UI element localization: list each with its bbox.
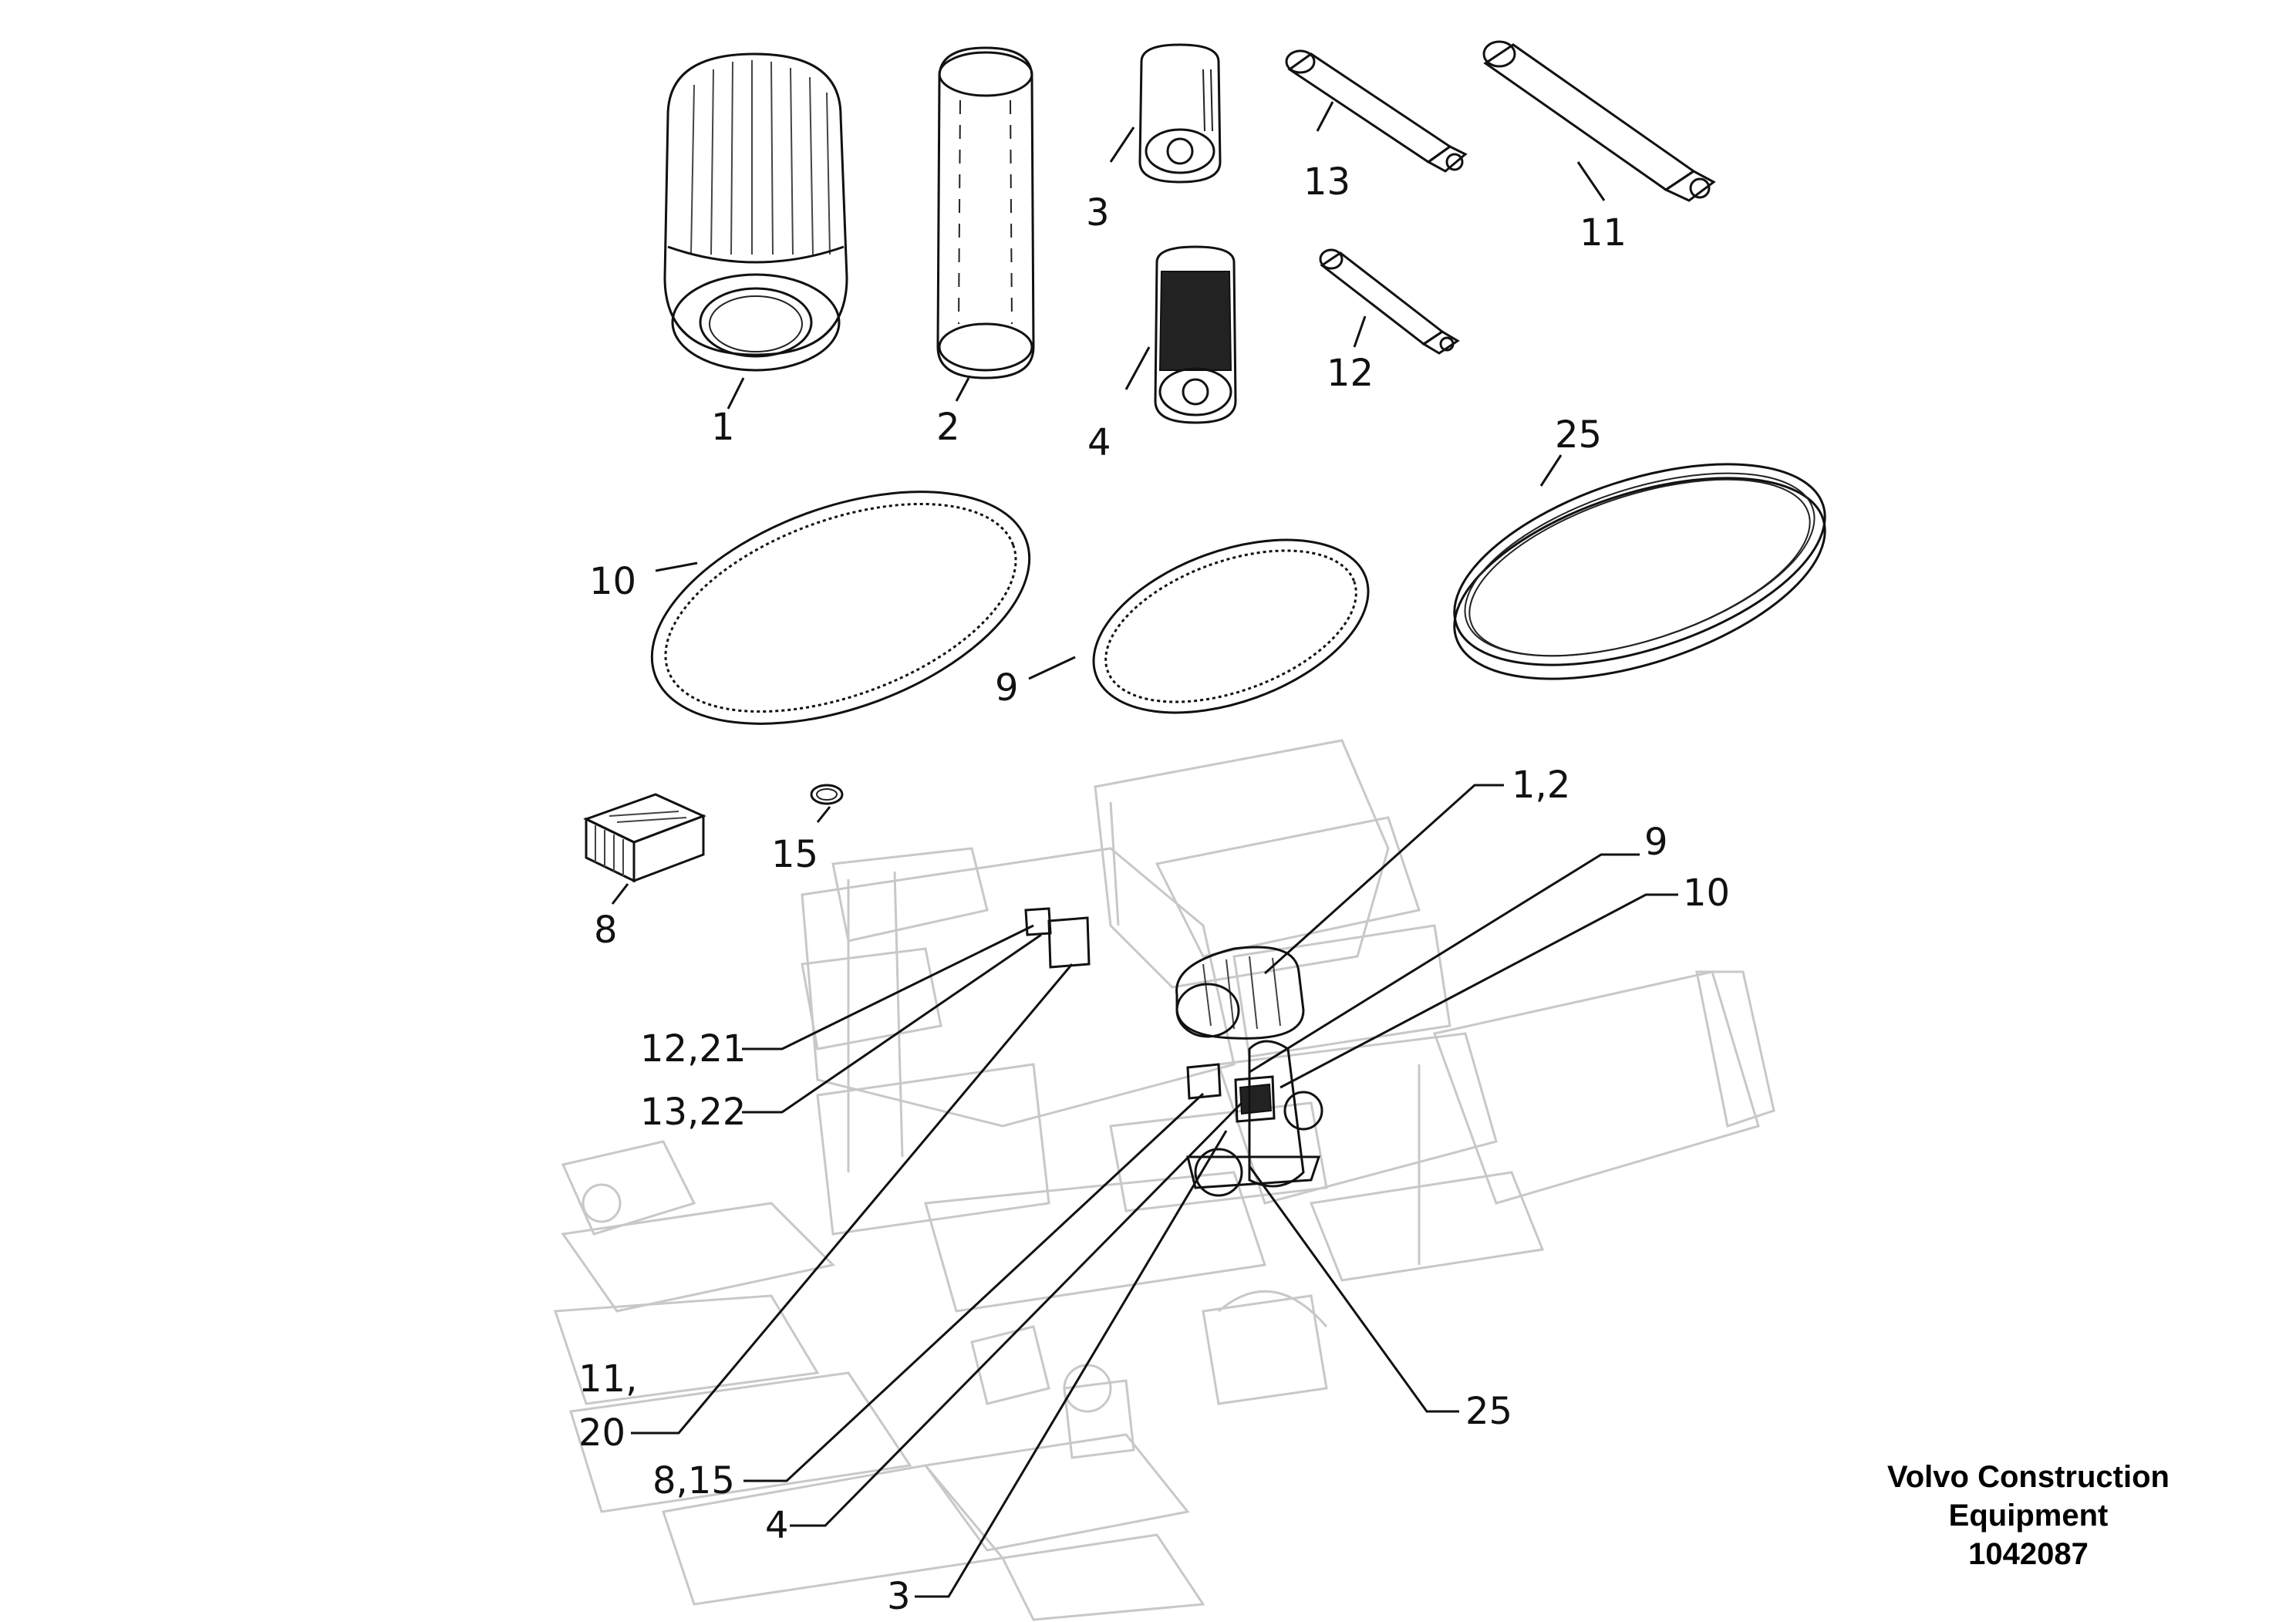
callout-1: 1 [711, 406, 735, 449]
callout-4-assembly: 4 [765, 1504, 789, 1547]
poly-v-belt-25-part [1453, 463, 1826, 680]
callout-12: 12 [1327, 352, 1374, 395]
callout-9: 9 [995, 666, 1019, 710]
callout-1-2: 1,2 [1512, 764, 1570, 807]
safety-filter-part [936, 46, 1035, 379]
publisher-name-line1: Volvo Construction [1887, 1460, 2170, 1494]
callout-11-20-line2: 20 [578, 1411, 625, 1455]
publisher-block: Volvo Construction Equipment 1042087 [1836, 1458, 2221, 1573]
callout-9-assembly: 9 [1644, 821, 1668, 864]
callout-25-assembly: 25 [1465, 1390, 1512, 1433]
callout-3-assembly: 3 [887, 1575, 911, 1618]
callout-13-22: 13,22 [640, 1091, 746, 1134]
hydraulic-filter-12-part [1319, 248, 1460, 355]
hydraulic-filter-13-part [1285, 49, 1468, 173]
callout-13: 13 [1303, 160, 1350, 204]
drawing-number: 1042087 [1968, 1537, 2089, 1571]
hydraulic-filter-11-part [1482, 40, 1716, 202]
callout-8-15: 8,15 [652, 1459, 735, 1502]
callout-12-21: 12,21 [640, 1027, 746, 1071]
callout-10-assembly: 10 [1683, 872, 1730, 915]
v-belt-9-part [1092, 538, 1370, 714]
part-callouts: 1 2 3 4 13 11 12 25 10 9 15 8 [589, 160, 1627, 952]
air-filter-part [663, 52, 848, 372]
leader-lines [611, 101, 1678, 1598]
publisher-name-line2: Equipment [1948, 1499, 2109, 1533]
assembly-callouts: 1,2 9 10 12,21 13,22 11, 20 8,15 4 3 25 [578, 764, 1730, 1618]
v-belt-10-part [650, 491, 1031, 725]
callout-3: 3 [1086, 191, 1110, 234]
callout-4: 4 [1087, 421, 1111, 464]
callout-2: 2 [936, 406, 960, 449]
fuel-filter-part [1154, 245, 1237, 424]
callout-8: 8 [594, 909, 618, 952]
callout-11: 11 [1580, 211, 1627, 255]
callout-10: 10 [589, 560, 636, 603]
callout-15: 15 [771, 833, 818, 876]
callout-11-20-line1: 11, [578, 1357, 637, 1401]
installed-components [1024, 907, 1323, 1197]
callout-25: 25 [1555, 413, 1602, 457]
o-ring-15-part [810, 784, 844, 805]
filter-insert-8-part [583, 793, 706, 883]
oil-filter-part [1138, 43, 1222, 184]
